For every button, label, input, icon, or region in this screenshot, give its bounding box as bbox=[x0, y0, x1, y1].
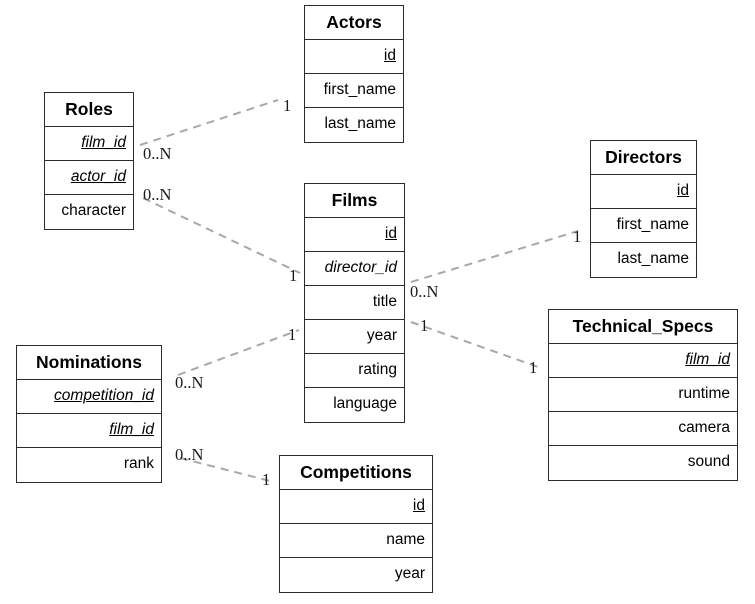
entity-technical-specs[interactable]: Technical_Specs film_id runtime camera s… bbox=[548, 309, 738, 481]
entity-films[interactable]: Films id director_id title year rating l… bbox=[304, 183, 405, 423]
field-label: rank bbox=[123, 455, 154, 472]
entity-actors[interactable]: Actors id first_name last_name bbox=[304, 5, 404, 143]
field-label: runtime bbox=[678, 385, 730, 402]
field-label: rating bbox=[358, 361, 397, 378]
field-row[interactable]: film_id bbox=[45, 127, 133, 161]
field-label: id bbox=[383, 47, 396, 64]
entity-title-nominations: Nominations bbox=[17, 346, 161, 380]
field-row[interactable]: id bbox=[305, 218, 404, 252]
field-row[interactable]: last_name bbox=[591, 243, 696, 277]
entity-directors[interactable]: Directors id first_name last_name bbox=[590, 140, 697, 278]
cardinality-films-technical-specs-to: 1 bbox=[529, 358, 538, 377]
entity-competitions[interactable]: Competitions id name year bbox=[279, 455, 433, 593]
field-label: film_id bbox=[685, 351, 730, 368]
field-row[interactable]: id bbox=[591, 175, 696, 209]
field-label: name bbox=[386, 531, 425, 548]
field-row[interactable]: film_id bbox=[549, 344, 737, 378]
field-row[interactable]: sound bbox=[549, 446, 737, 480]
entity-title-directors: Directors bbox=[591, 141, 696, 175]
field-label: director_id bbox=[324, 259, 397, 276]
field-label: year bbox=[394, 565, 425, 582]
entity-title-competitions: Competitions bbox=[280, 456, 432, 490]
field-label: actor_id bbox=[70, 168, 126, 185]
field-label: id bbox=[384, 225, 397, 242]
field-row[interactable]: first_name bbox=[591, 209, 696, 243]
entity-title-actors: Actors bbox=[305, 6, 403, 40]
field-label: camera bbox=[678, 419, 730, 436]
field-row[interactable]: year bbox=[305, 320, 404, 354]
field-row[interactable]: competition_id bbox=[17, 380, 161, 414]
entity-title-films: Films bbox=[305, 184, 404, 218]
relationship-line-nominations-films bbox=[177, 329, 300, 376]
field-label: year bbox=[366, 327, 397, 344]
field-label: language bbox=[333, 395, 397, 412]
cardinality-nominations-competitions-from: 0..N bbox=[175, 445, 204, 464]
field-label: character bbox=[61, 202, 126, 219]
field-row[interactable]: camera bbox=[549, 412, 737, 446]
field-row[interactable]: language bbox=[305, 388, 404, 422]
field-label: first_name bbox=[323, 81, 396, 98]
field-label: last_name bbox=[324, 115, 396, 132]
entity-title-technical-specs: Technical_Specs bbox=[549, 310, 737, 344]
cardinality-nominations-films-from: 0..N bbox=[175, 373, 204, 392]
field-row[interactable]: last_name bbox=[305, 108, 403, 142]
field-row[interactable]: title bbox=[305, 286, 404, 320]
field-label: film_id bbox=[81, 134, 126, 151]
field-row[interactable]: actor_id bbox=[45, 161, 133, 195]
relationship-line-roles-films bbox=[142, 197, 301, 274]
cardinality-roles-actors-to: 1 bbox=[283, 96, 292, 115]
field-row[interactable]: first_name bbox=[305, 74, 403, 108]
cardinality-nominations-films-to: 1 bbox=[288, 325, 297, 344]
field-label: id bbox=[676, 182, 689, 199]
field-label: last_name bbox=[617, 250, 689, 267]
field-label: competition_id bbox=[54, 387, 154, 404]
field-row[interactable]: character bbox=[45, 195, 133, 229]
field-label: id bbox=[412, 497, 425, 514]
field-row[interactable]: film_id bbox=[17, 414, 161, 448]
field-row[interactable]: year bbox=[280, 558, 432, 592]
cardinality-roles-films-to: 1 bbox=[289, 266, 298, 285]
field-row[interactable]: rating bbox=[305, 354, 404, 388]
field-label: sound bbox=[687, 453, 730, 470]
cardinality-roles-films-from: 0..N bbox=[143, 185, 172, 204]
relationship-line-films-directors bbox=[410, 230, 579, 283]
field-row[interactable]: id bbox=[305, 40, 403, 74]
field-row[interactable]: director_id bbox=[305, 252, 404, 286]
field-row[interactable]: name bbox=[280, 524, 432, 558]
entity-nominations[interactable]: Nominations competition_id film_id rank bbox=[16, 345, 162, 483]
cardinality-films-directors-from: 0..N bbox=[410, 282, 439, 301]
field-label: title bbox=[372, 293, 397, 310]
field-row[interactable]: id bbox=[280, 490, 432, 524]
cardinality-films-technical-specs-from: 1 bbox=[420, 316, 429, 335]
entity-title-roles: Roles bbox=[45, 93, 133, 127]
cardinality-roles-actors-from: 0..N bbox=[143, 144, 172, 163]
field-row[interactable]: rank bbox=[17, 448, 161, 482]
entity-roles[interactable]: Roles film_id actor_id character bbox=[44, 92, 134, 230]
cardinality-films-directors-to: 1 bbox=[573, 227, 582, 246]
relationship-line-roles-actors bbox=[139, 99, 279, 146]
field-row[interactable]: runtime bbox=[549, 378, 737, 412]
field-label: film_id bbox=[109, 421, 154, 438]
relationship-line-films-technical-specs bbox=[410, 321, 542, 369]
cardinality-nominations-competitions-to: 1 bbox=[262, 470, 271, 489]
field-label: first_name bbox=[616, 216, 689, 233]
